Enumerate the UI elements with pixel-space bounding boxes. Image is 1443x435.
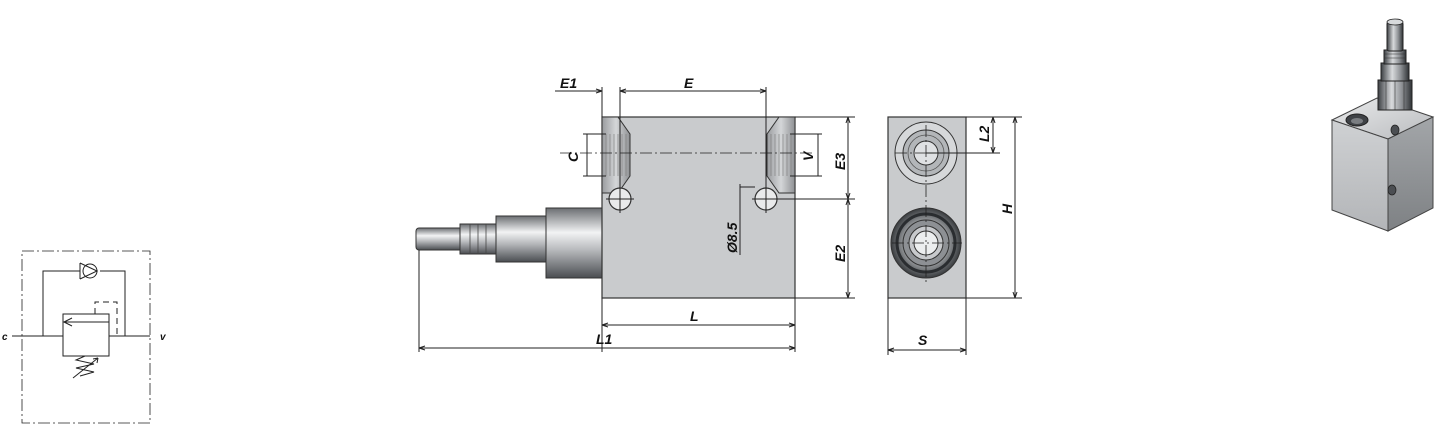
dim-E2: E2 — [832, 245, 848, 262]
side-dimensions: L2 H S — [887, 116, 1022, 355]
dim-E: E — [684, 75, 694, 91]
port-c — [601, 116, 631, 194]
lock-nut — [459, 223, 499, 255]
lock-nut-3d — [1383, 49, 1407, 65]
dim-L2: L2 — [976, 125, 992, 142]
check-ball-icon — [82, 263, 98, 279]
dim-E3: E3 — [832, 153, 848, 170]
symbol-envelope — [21, 250, 151, 424]
adjust-stem — [415, 227, 465, 251]
port-label-c: c — [2, 332, 8, 343]
block-side-hole — [1387, 184, 1397, 196]
front-dimensions: E1 E C V E3 E2 Ø8.5 L — [418, 75, 855, 352]
dim-L1: L1 — [596, 331, 613, 347]
product-3d-view — [1330, 18, 1435, 232]
block-side-face — [1387, 116, 1434, 232]
port-v — [766, 116, 796, 194]
dim-V: V — [800, 150, 816, 161]
dim-L: L — [690, 308, 699, 324]
cartridge-body — [495, 215, 549, 263]
spring-icon — [74, 355, 95, 377]
cartridge-hex — [545, 207, 603, 279]
dim-diameter: Ø8.5 — [724, 222, 740, 253]
side-view — [887, 116, 967, 299]
dim-E1: E1 — [560, 75, 577, 91]
dim-C: C — [565, 151, 581, 162]
adjust-stem-3d — [1386, 21, 1404, 52]
dim-S: S — [918, 332, 928, 348]
relief-valve-box — [62, 313, 110, 357]
front-view — [415, 116, 812, 299]
dim-H: H — [999, 203, 1015, 214]
block-front-face — [1331, 119, 1389, 232]
port-label-v: v — [160, 332, 167, 343]
pilot-line — [94, 301, 118, 336]
hydraulic-symbol: c v — [2, 250, 167, 424]
